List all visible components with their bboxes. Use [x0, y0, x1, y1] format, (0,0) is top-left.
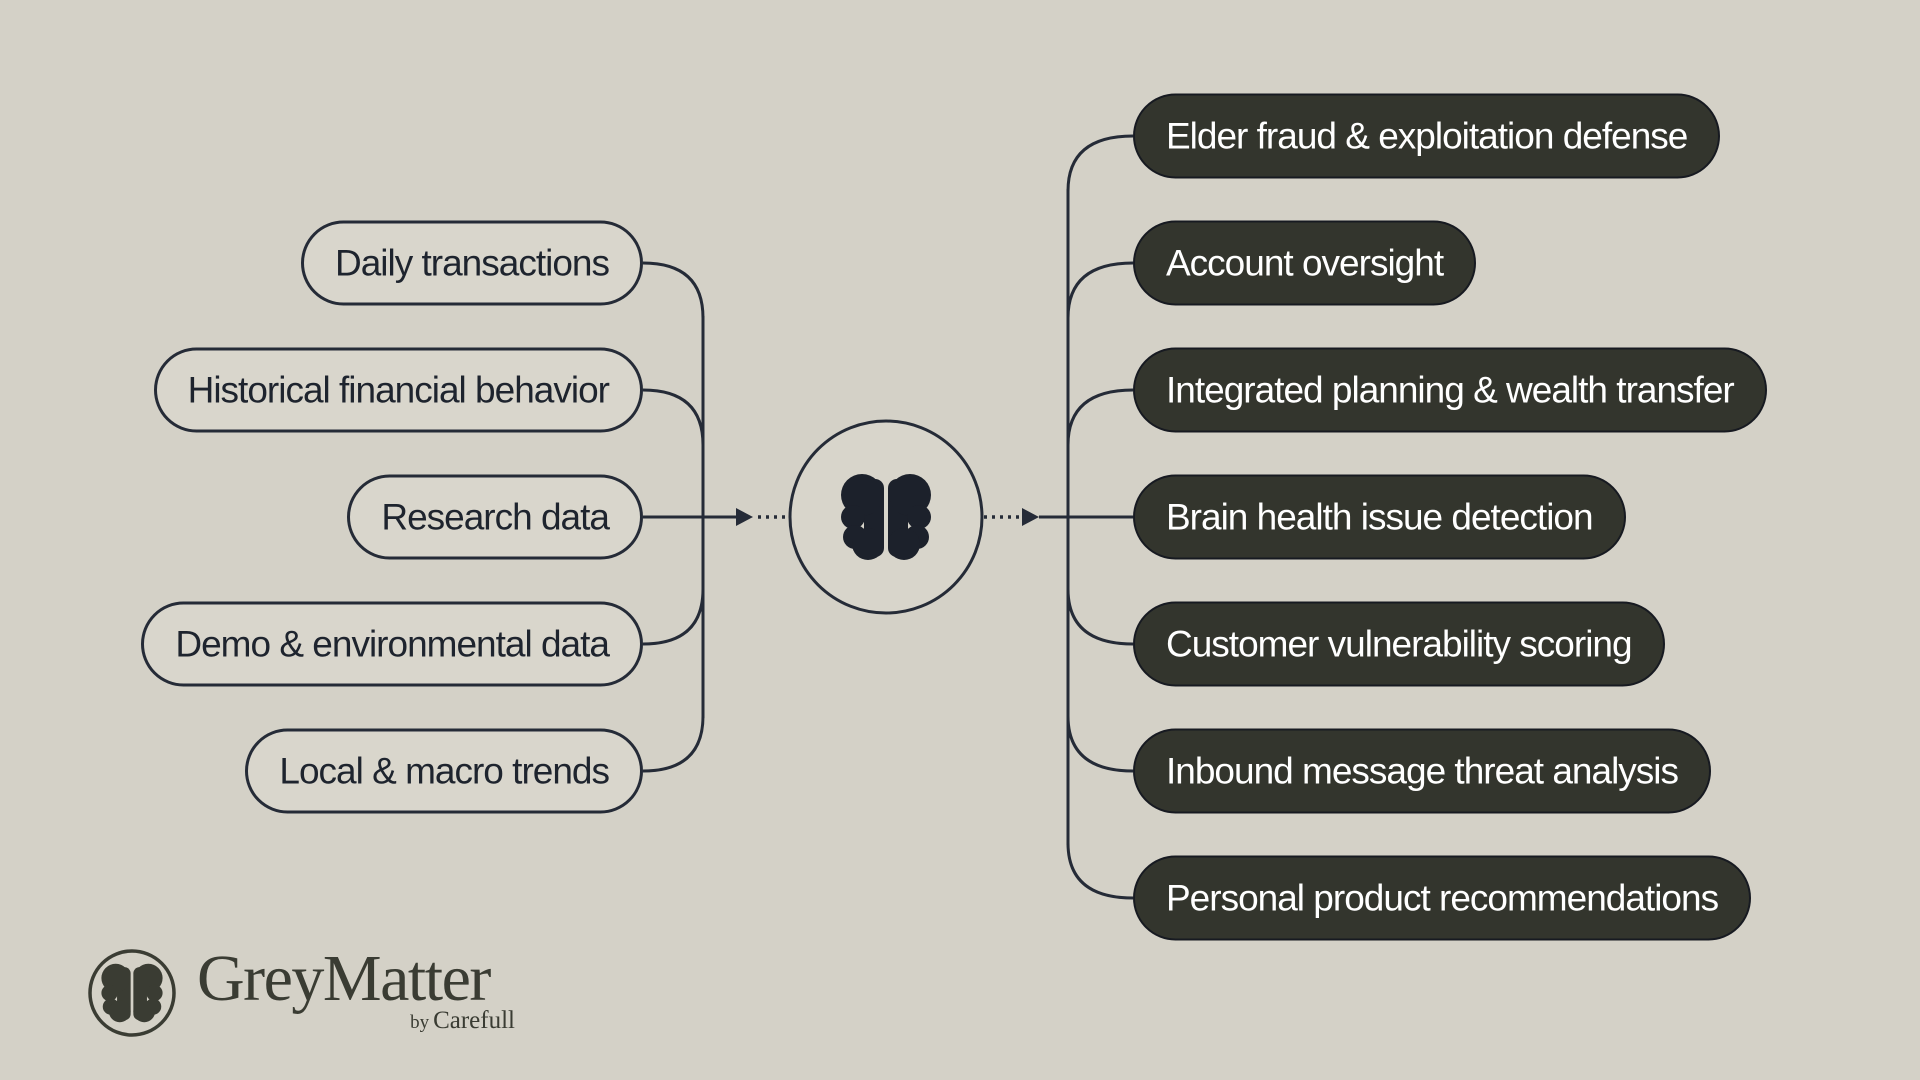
- flow-arrow-left-icon: [736, 508, 753, 526]
- brand-wordmark: GreyMatter: [197, 942, 491, 1015]
- flow-arrow-right-icon: [1022, 508, 1039, 526]
- byline-by: by: [410, 1012, 430, 1033]
- logo-brain-icon: [101, 964, 162, 1022]
- output-pill-elder-fraud-defense: Elder fraud & exploitation defense: [1133, 93, 1721, 179]
- input-pill-historical-financial-behavior: Historical financial behavior: [153, 347, 643, 433]
- output-pill-brain-health-detection: Brain health issue detection: [1133, 474, 1626, 560]
- output-pill-integrated-planning-wealth-transfer: Integrated planning & wealth transfer: [1133, 347, 1767, 433]
- byline-name: Carefull: [433, 1007, 515, 1034]
- hub-circle: [788, 419, 984, 615]
- input-pill-local-macro-trends: Local & macro trends: [245, 728, 643, 814]
- input-pill-daily-transactions: Daily transactions: [300, 220, 643, 306]
- logo-circle: [88, 949, 176, 1037]
- connector-outputs: [984, 134, 1134, 900]
- input-pill-demo-environmental-data: Demo & environmental data: [141, 601, 643, 687]
- output-pill-personal-recommendations: Personal product recommendations: [1133, 855, 1752, 941]
- input-pill-research-data: Research data: [347, 474, 643, 560]
- output-pill-inbound-threat-analysis: Inbound message threat analysis: [1133, 728, 1712, 814]
- output-pill-account-oversight: Account oversight: [1133, 220, 1477, 306]
- connector-inputs: [642, 261, 789, 773]
- output-pill-customer-vulnerability-scoring: Customer vulnerability scoring: [1133, 601, 1665, 687]
